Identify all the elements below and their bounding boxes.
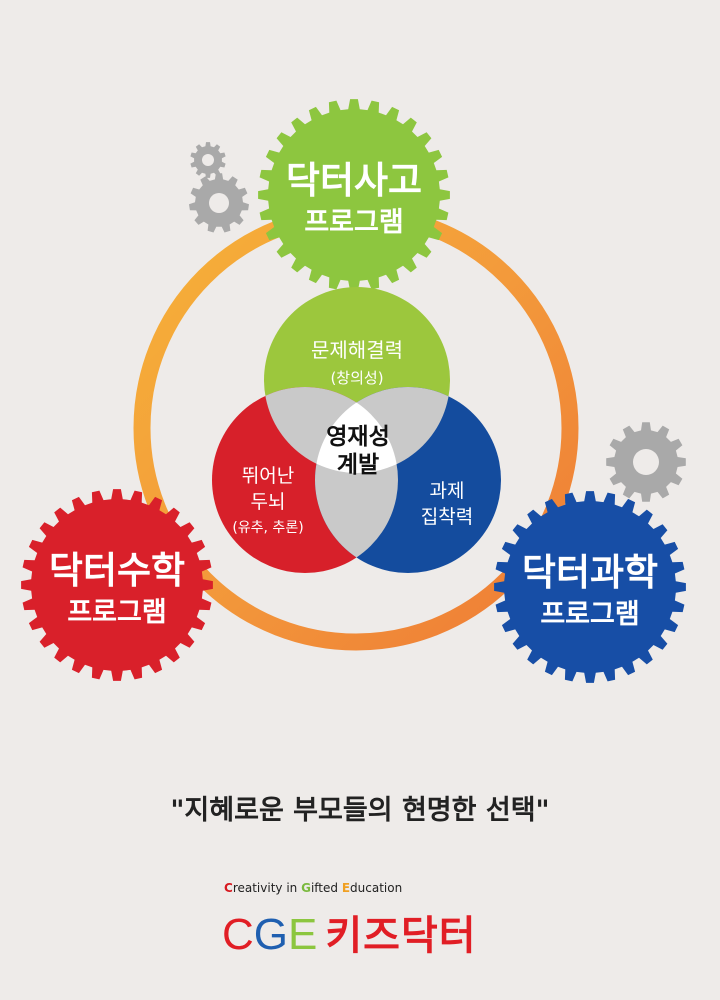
brand-sub-g: G (301, 881, 311, 895)
brand-sub-reativity: reativity in (232, 881, 302, 895)
tagline: "지혜로운 부모들의 현명한 선택" (170, 795, 550, 826)
logo-letter-e: E (288, 910, 318, 959)
center-line1: 영재성 (326, 424, 389, 450)
brand-sub-e: E (341, 881, 351, 895)
gear-icon (494, 491, 686, 683)
logo-korean: 키즈닥터 (325, 913, 477, 959)
problem-solving-note: (창의성) (330, 369, 383, 387)
gear-icon (21, 489, 213, 681)
gear-icon (258, 99, 450, 291)
logo-letter-c: C (222, 910, 254, 959)
venn-diagram: 문제해결력 (창의성) 뛰어난 두뇌 (유추, 추론) 과제 집착력 영재성 계… (212, 287, 501, 573)
venn-center (315, 387, 398, 473)
program-name-thinking: 닥터사고 (286, 159, 422, 202)
brand-sub-ifted: ifted (310, 881, 342, 895)
gear-hole (633, 449, 659, 475)
gear-hole (202, 154, 214, 166)
brain-note: (유추, 추론) (232, 520, 303, 536)
program-name-science: 닥터과학 (522, 551, 658, 594)
program-sub-thinking: 프로그램 (304, 207, 403, 238)
focus-line2: 집착력 (421, 506, 473, 528)
program-name-math: 닥터수학 (49, 549, 185, 592)
brand-sub-c: C (224, 881, 233, 895)
brand-subtitle: Creativity in Gifted Education (224, 881, 402, 895)
brand-sub-ducation: ducation (350, 881, 403, 895)
brain-line2: 두뇌 (251, 491, 286, 513)
problem-solving-title: 문제해결력 (311, 338, 403, 362)
logo-letter-g: G (253, 910, 289, 959)
program-sub-science: 프로그램 (540, 599, 639, 630)
center-line2: 계발 (337, 452, 379, 478)
gear-hole (209, 193, 229, 213)
brain-line1: 뛰어난 (242, 465, 294, 487)
focus-line1: 과제 (430, 480, 465, 502)
program-sub-math: 프로그램 (67, 597, 166, 628)
